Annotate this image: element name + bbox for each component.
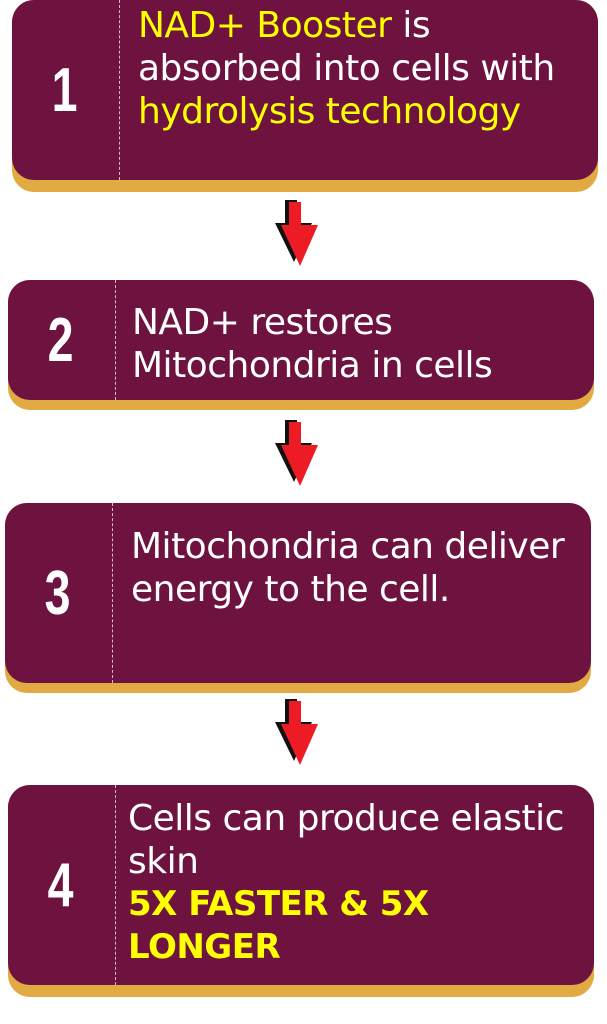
step-text: NAD+ Booster is absorbed into cells with…	[138, 4, 578, 133]
body-text: Cells can produce elastic skin	[128, 798, 564, 882]
step-3: 3 Mitochondria can deliver energy to the…	[5, 503, 591, 693]
body-text: is absorbed into cells with	[138, 5, 555, 89]
step-number: 2	[47, 305, 74, 375]
highlight-text: NAD+ Booster	[138, 5, 392, 46]
divider	[119, 0, 120, 180]
down-arrow-icon	[275, 420, 318, 486]
step-2: 2 NAD+ restores Mitochondria in cells	[8, 280, 594, 410]
step-text: NAD+ restores Mitochondria in cells	[132, 302, 493, 386]
step-1: 1 NAD+ Booster is absorbed into cells wi…	[12, 0, 598, 192]
divider	[115, 785, 116, 985]
step-number: 4	[47, 850, 74, 920]
down-arrow-icon	[275, 200, 318, 266]
step-number: 1	[51, 55, 78, 125]
step-number: 3	[44, 558, 71, 628]
highlight-text: hydrolysis technology	[138, 91, 521, 132]
down-arrow-icon	[275, 699, 318, 765]
step-text: Mitochondria can deliver energy to the c…	[131, 526, 565, 610]
highlight-text: 5X FASTER & 5X LONGER	[128, 884, 429, 967]
divider	[112, 503, 113, 683]
divider	[115, 280, 116, 400]
